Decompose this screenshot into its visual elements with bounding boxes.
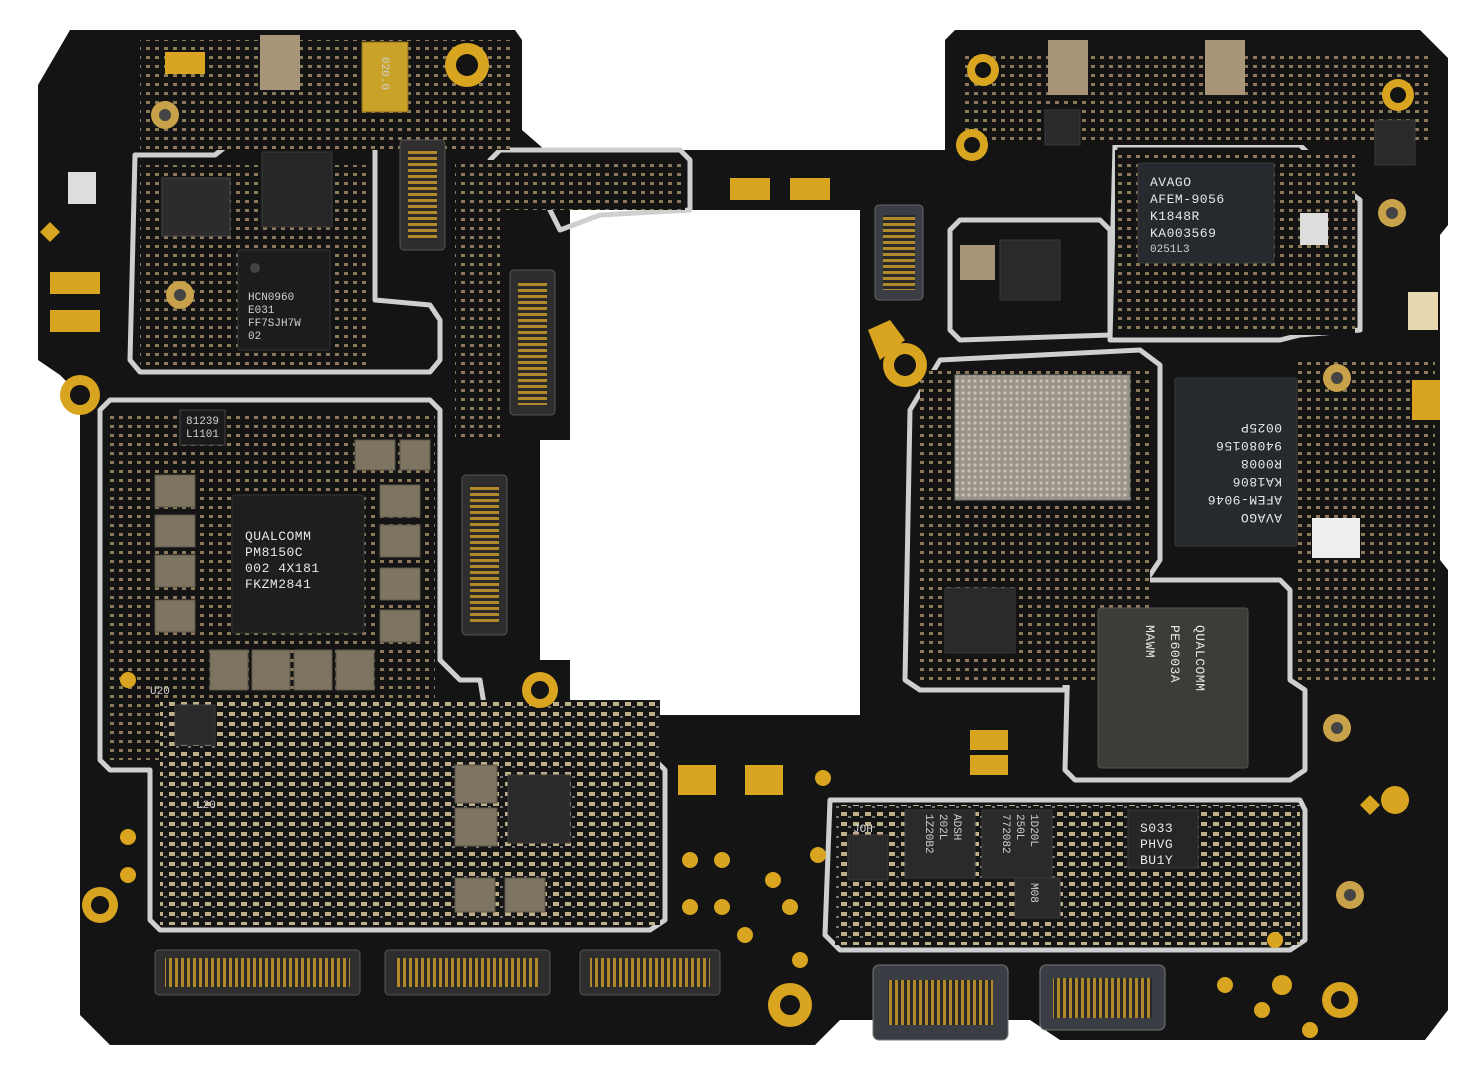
inductor-array <box>154 439 546 913</box>
avago-rot-line1: AVAGO <box>1240 510 1282 525</box>
label-d: JOH <box>853 824 873 836</box>
pmic-line4: FKZM2841 <box>245 577 311 592</box>
label-b: U20 <box>150 686 170 698</box>
board-connectors <box>154 139 1166 1041</box>
avago-top-line1: AVAGO <box>1150 175 1192 190</box>
label-c: L20 <box>196 800 216 812</box>
hcn-line2: E031 <box>248 305 275 317</box>
dual2-line2: 250L <box>1013 814 1025 840</box>
dual2-line1: 1D20L <box>1027 814 1039 847</box>
avago-top-line5: 0251L3 <box>1150 244 1190 256</box>
qcom-rot-line1: QUALCOMM <box>1192 625 1207 691</box>
board-cutout <box>570 210 860 715</box>
chips <box>161 109 1416 919</box>
s033-line3: BU1Y <box>1140 853 1173 868</box>
avago-rot-line3: KA1806 <box>1232 474 1282 489</box>
avago-rot-line2: AFEM-9046 <box>1207 492 1282 507</box>
avago-rot-line5: 94080156 <box>1216 438 1282 453</box>
s033-line2: PHVG <box>1140 837 1173 852</box>
avago-top-line3: K1848R <box>1150 209 1200 224</box>
hcn-line1: HCN0960 <box>248 292 294 304</box>
avago-rot-line4: R0008 <box>1240 456 1282 471</box>
dual1-line3: 1Z20B2 <box>922 814 934 854</box>
hcn-line3: FF7SJH7W <box>248 318 301 330</box>
chip-labels: QUALCOMM PM8150C 002 4X181 FKZM2841 AVAG… <box>150 57 1282 903</box>
avago-top-line2: AFEM-9056 <box>1150 192 1225 207</box>
pmic-line2: PM8150C <box>245 545 303 560</box>
s033-line1: S033 <box>1140 821 1173 836</box>
qcom-rot-line2: PE6003A <box>1167 625 1182 683</box>
qcom-rot-line3: MAWM <box>1142 625 1157 658</box>
label-a-line2: L1101 <box>186 429 219 441</box>
dual1-line2: 202L <box>936 814 948 840</box>
pmic-line3: 002 4X181 <box>245 561 320 576</box>
avago-rot-line6: 0025P <box>1240 420 1282 435</box>
rf-connectors <box>40 35 1440 1038</box>
label-a-line1: 81239 <box>186 416 219 428</box>
avago-top-line4: KA003569 <box>1150 226 1216 241</box>
oscillator-label: 020.0 <box>378 57 390 90</box>
label-e: M08 <box>1027 883 1039 903</box>
hcn-line4: 02 <box>248 331 261 343</box>
mounting-holes <box>60 43 1414 1027</box>
dual1-line1: ADSH <box>950 814 962 840</box>
dual2-line3: 772082 <box>999 814 1011 854</box>
pmic-line1: QUALCOMM <box>245 529 311 544</box>
